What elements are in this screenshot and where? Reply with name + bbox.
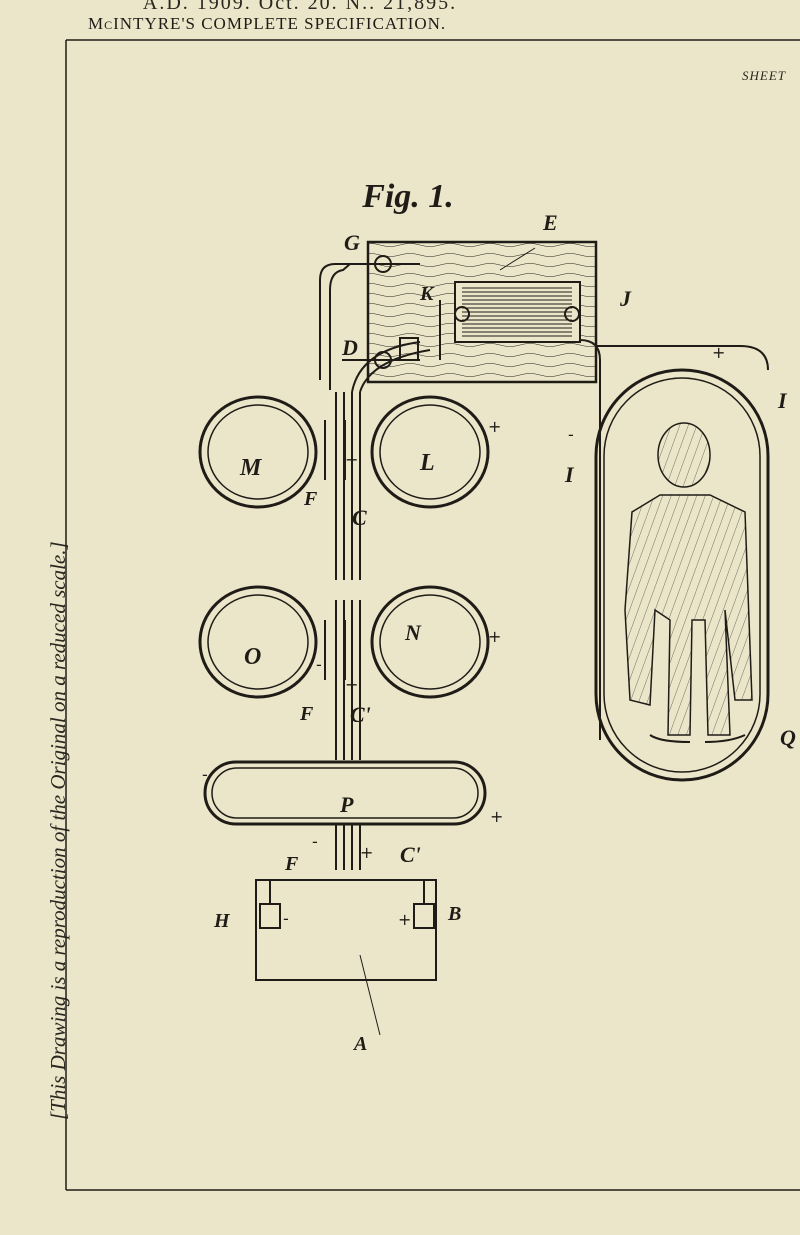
- label-p: P: [339, 792, 354, 817]
- label-g: G: [344, 230, 360, 255]
- plus-sign: +: [488, 417, 501, 436]
- label-a: A: [352, 1033, 367, 1055]
- plus-sign: +: [360, 843, 373, 862]
- label-d: D: [341, 335, 358, 360]
- plus-sign: +: [488, 627, 501, 646]
- plus-sign: +: [398, 910, 411, 929]
- plus-sign: +: [345, 450, 358, 469]
- minus-sign: -: [283, 909, 289, 928]
- cylinder-enclosure: [594, 345, 770, 782]
- label-i1: I: [777, 388, 788, 413]
- human-figure: [624, 422, 753, 743]
- label-f3: F: [284, 853, 299, 875]
- plus-sign: +: [345, 675, 358, 694]
- sheet-border: [65, 39, 800, 1191]
- apparatus-box: [342, 240, 598, 384]
- label-k: K: [419, 283, 435, 305]
- minus-sign: -: [312, 832, 318, 851]
- label-l: L: [419, 450, 435, 476]
- label-c1: C': [350, 702, 371, 727]
- plus-sign: +: [490, 807, 503, 826]
- plus-sign: +: [712, 343, 725, 362]
- label-f1: F: [303, 488, 318, 510]
- label-c: C: [352, 505, 367, 530]
- label-n: N: [404, 620, 422, 645]
- coil-pair-o-n: [198, 585, 490, 699]
- label-e: E: [542, 210, 558, 235]
- label-i2: I: [564, 462, 575, 487]
- minus-sign: -: [316, 655, 322, 674]
- label-q: Q: [780, 725, 796, 750]
- sheet-label: SHEET: [742, 68, 786, 83]
- coil-pair-m-l: [198, 395, 490, 509]
- label-m: M: [239, 455, 263, 481]
- label-f2: F: [299, 703, 314, 725]
- label-b: B: [447, 903, 461, 925]
- specification-title: McINTYRE'S COMPLETE SPECIFICATION.: [88, 14, 447, 33]
- minus-sign: -: [568, 425, 574, 444]
- label-c2: C': [400, 842, 421, 867]
- minus-sign: -: [202, 765, 208, 784]
- label-h: H: [213, 910, 231, 932]
- label-o: O: [244, 644, 261, 670]
- figure-caption: Fig. 1.: [361, 178, 454, 215]
- polarity-signs: + + + - + - + - + - + - +: [202, 343, 725, 929]
- coil-p: [203, 760, 487, 826]
- battery-box: [255, 879, 437, 1036]
- patent-number-line: A.D. 1909. Oct. 20. N.. 21,895.: [142, 0, 458, 14]
- figure-labels: G E K J D M L F C O N F C' P F C' H B A …: [213, 210, 796, 1055]
- label-j: J: [619, 286, 632, 311]
